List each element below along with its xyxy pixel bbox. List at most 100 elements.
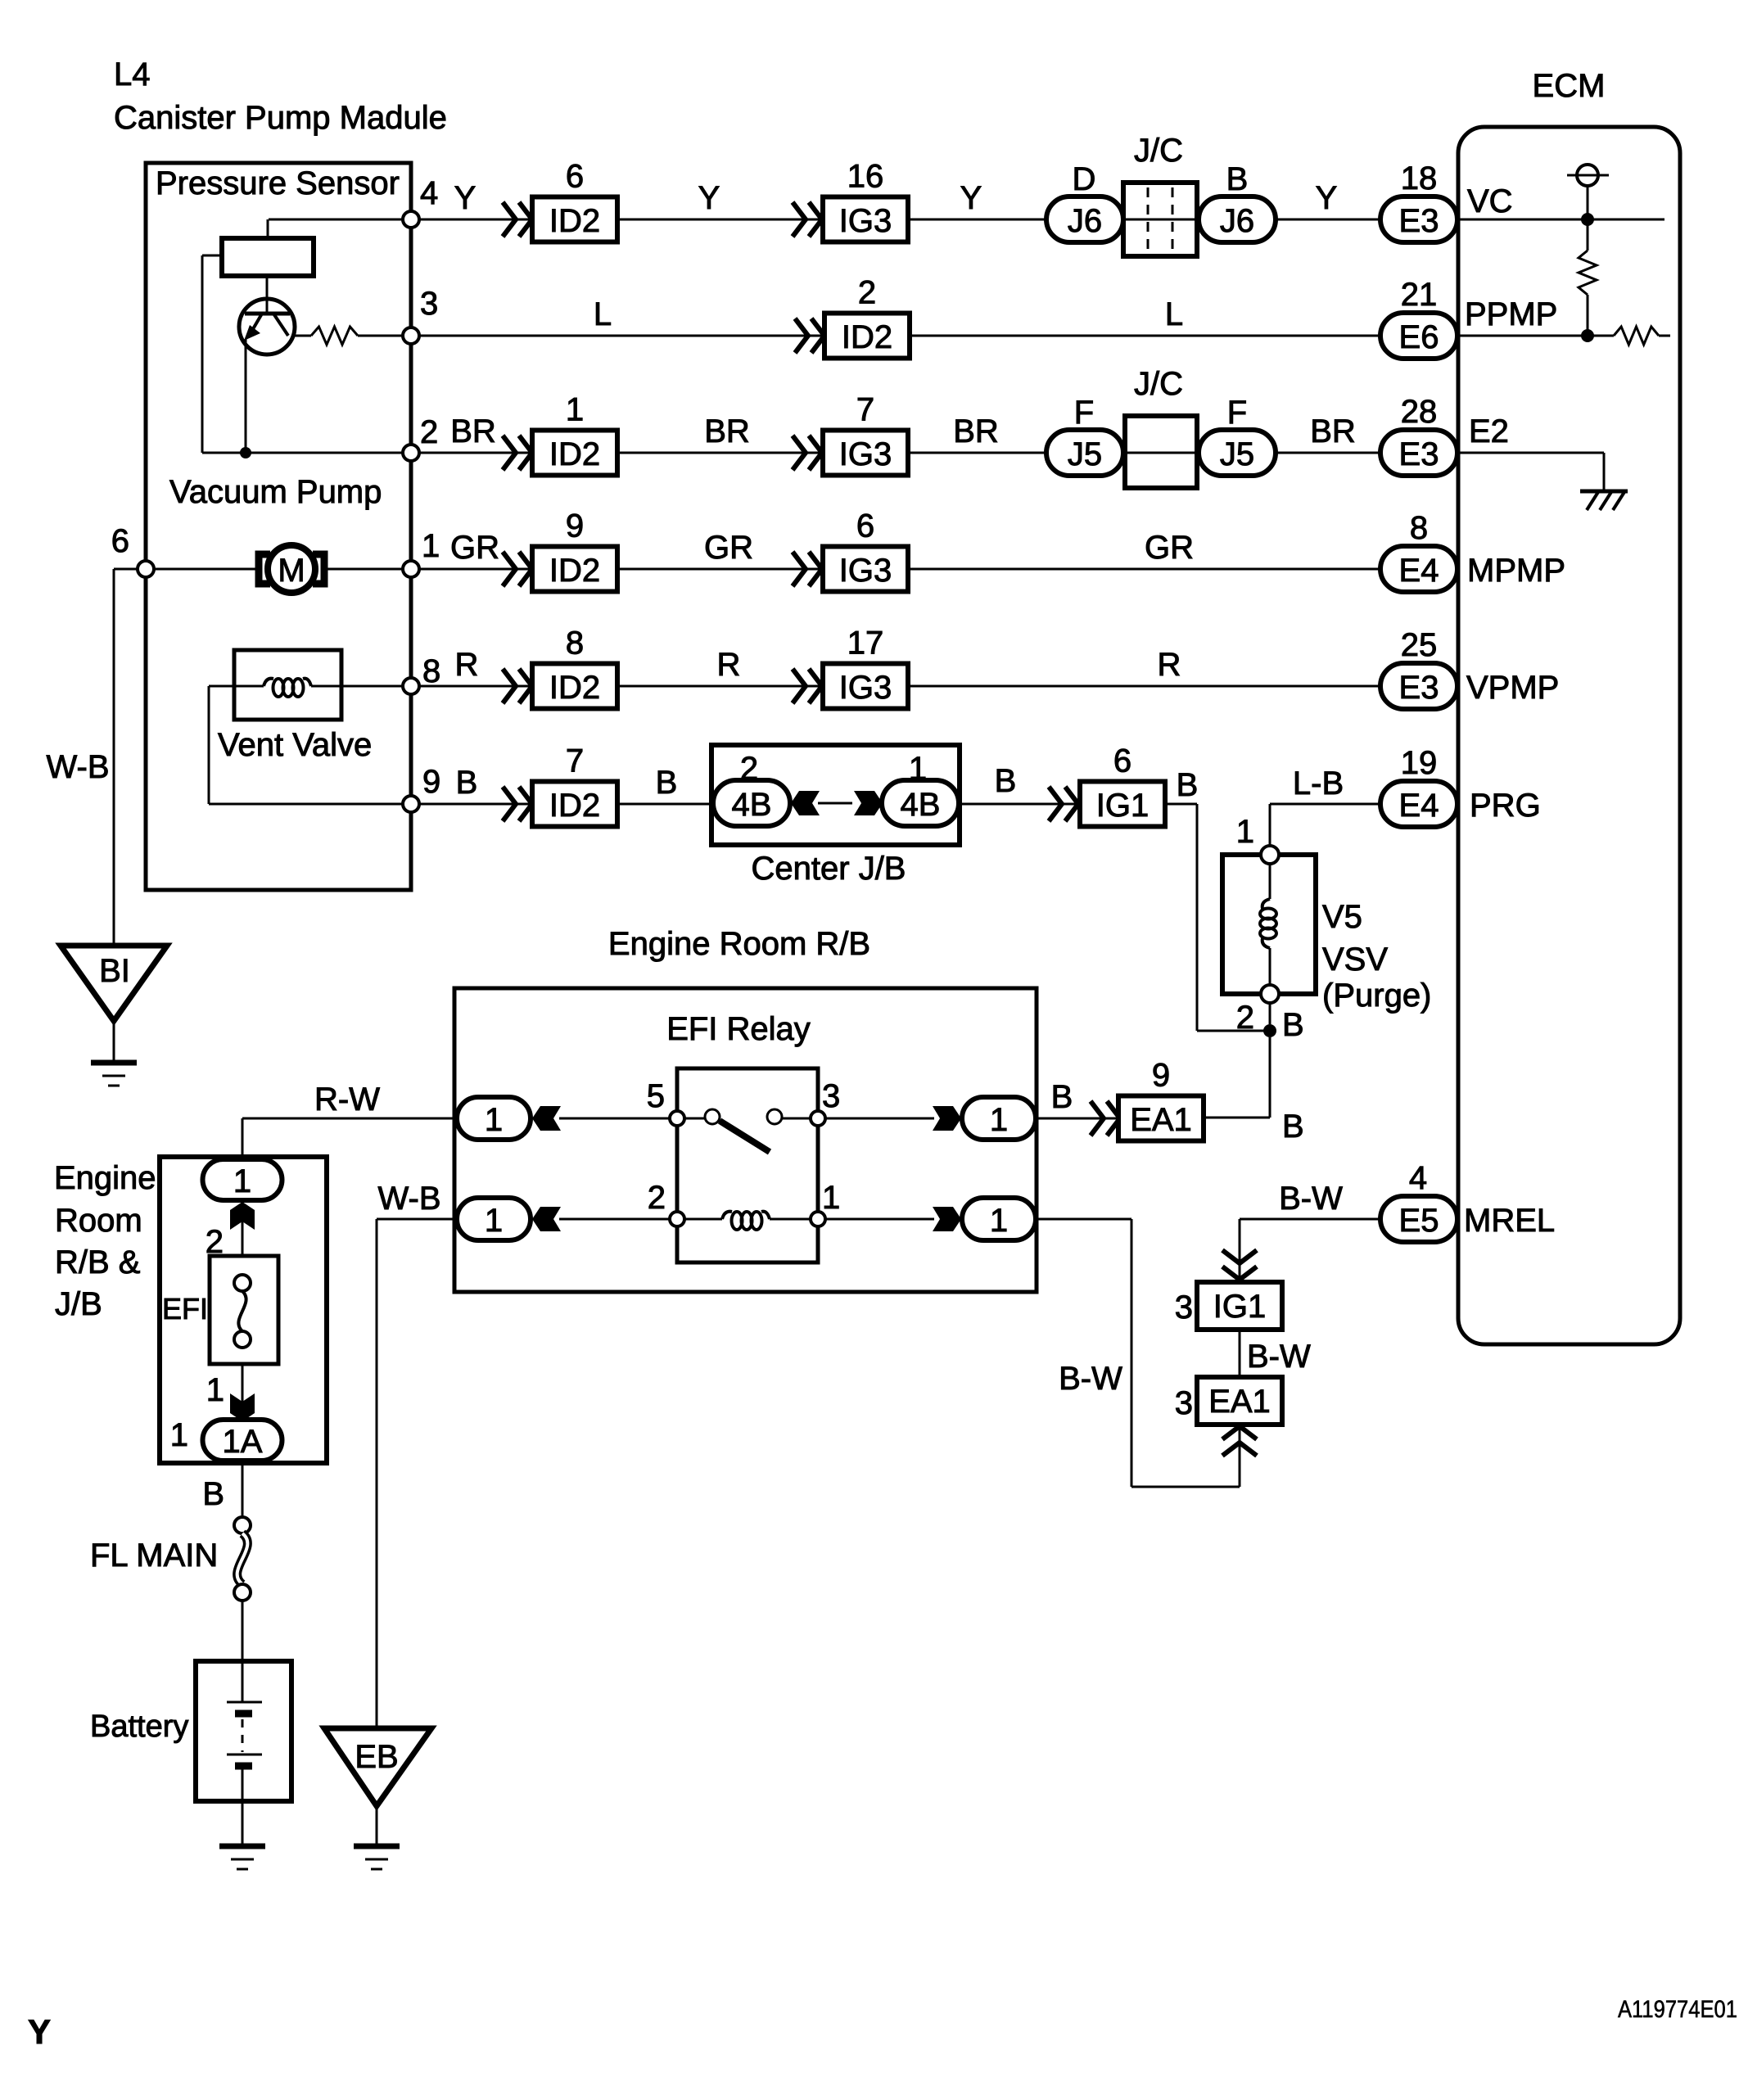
svg-text:3: 3 xyxy=(420,286,438,322)
svg-text:BR: BR xyxy=(704,413,750,449)
svg-text:ID2: ID2 xyxy=(549,553,600,589)
svg-text:BR: BR xyxy=(1310,413,1356,449)
svg-text:IG3: IG3 xyxy=(839,203,892,239)
svg-text:R: R xyxy=(717,647,741,683)
svg-text:(Purge): (Purge) xyxy=(1322,978,1431,1014)
svg-text:2: 2 xyxy=(1236,1000,1254,1036)
svg-text:B: B xyxy=(202,1476,224,1512)
svg-text:PPMP: PPMP xyxy=(1465,296,1557,332)
svg-text:ID2: ID2 xyxy=(549,436,600,472)
svg-text:W-B: W-B xyxy=(377,1181,440,1217)
svg-text:6: 6 xyxy=(566,159,584,195)
svg-text:1: 1 xyxy=(233,1163,251,1199)
svg-text:Battery: Battery xyxy=(90,1709,188,1744)
svg-text:L: L xyxy=(1165,296,1183,332)
svg-text:Y: Y xyxy=(960,180,982,216)
svg-text:E4: E4 xyxy=(1399,553,1439,589)
svg-text:B-W: B-W xyxy=(1279,1181,1343,1217)
svg-text:16: 16 xyxy=(847,159,884,195)
svg-text:VSV: VSV xyxy=(1322,942,1388,978)
svg-text:1: 1 xyxy=(822,1180,840,1216)
svg-text:1: 1 xyxy=(909,751,927,787)
svg-text:GR: GR xyxy=(450,530,499,566)
svg-text:8: 8 xyxy=(422,653,440,689)
svg-text:EA1: EA1 xyxy=(1208,1384,1271,1420)
svg-text:MPMP: MPMP xyxy=(1467,553,1565,589)
svg-text:7: 7 xyxy=(856,392,874,428)
svg-text:Engine Room R/B: Engine Room R/B xyxy=(608,926,870,962)
svg-text:IG3: IG3 xyxy=(839,670,892,706)
svg-text:8: 8 xyxy=(566,625,584,662)
svg-text:2: 2 xyxy=(206,1224,224,1260)
svg-text:E5: E5 xyxy=(1399,1203,1439,1239)
svg-text:EB: EB xyxy=(355,1739,398,1775)
svg-text:7: 7 xyxy=(566,743,584,779)
svg-text:Vent Valve: Vent Valve xyxy=(218,727,372,763)
svg-text:1: 1 xyxy=(566,392,584,428)
svg-text:GR: GR xyxy=(704,530,753,566)
svg-text:E2: E2 xyxy=(1469,413,1509,449)
svg-text:1: 1 xyxy=(485,1102,503,1138)
svg-text:E3: E3 xyxy=(1399,436,1439,472)
svg-text:R: R xyxy=(455,647,479,683)
svg-text:BR: BR xyxy=(953,413,999,449)
svg-text:3: 3 xyxy=(1175,1385,1193,1421)
svg-text:Y: Y xyxy=(454,180,477,216)
svg-text:IG3: IG3 xyxy=(839,436,892,472)
svg-text:9: 9 xyxy=(566,508,584,544)
svg-text:E3: E3 xyxy=(1399,670,1439,706)
svg-text:E3: E3 xyxy=(1399,203,1439,239)
svg-text:2: 2 xyxy=(858,275,876,311)
svg-text:4: 4 xyxy=(420,175,438,211)
svg-text:J/B: J/B xyxy=(55,1286,102,1322)
svg-text:VC: VC xyxy=(1467,183,1513,219)
svg-text:Y: Y xyxy=(1316,180,1338,216)
svg-text:Vacuum Pump: Vacuum Pump xyxy=(169,474,382,510)
svg-text:L4: L4 xyxy=(114,56,151,93)
svg-text:D: D xyxy=(1073,161,1096,197)
svg-text:M: M xyxy=(278,553,305,589)
svg-text:6: 6 xyxy=(1113,743,1131,779)
svg-text:6: 6 xyxy=(856,508,874,544)
svg-text:Y: Y xyxy=(28,2012,51,2051)
svg-text:2: 2 xyxy=(740,751,758,787)
svg-text:21: 21 xyxy=(1401,277,1438,313)
svg-text:B: B xyxy=(1282,1007,1304,1043)
svg-text:IG1: IG1 xyxy=(1213,1289,1266,1325)
svg-text:FL MAIN: FL MAIN xyxy=(90,1538,218,1574)
svg-text:18: 18 xyxy=(1401,160,1438,196)
svg-text:28: 28 xyxy=(1401,394,1438,430)
svg-text:ID2: ID2 xyxy=(842,319,892,355)
svg-text:B-W: B-W xyxy=(1247,1339,1311,1375)
svg-text:B: B xyxy=(1282,1109,1304,1145)
svg-text:R-W: R-W xyxy=(314,1082,380,1118)
svg-text:4: 4 xyxy=(1409,1160,1427,1196)
svg-text:Center J/B: Center J/B xyxy=(752,851,906,887)
svg-text:8: 8 xyxy=(1410,510,1428,546)
svg-text:Engine: Engine xyxy=(54,1160,156,1196)
svg-text:EFI: EFI xyxy=(162,1292,208,1325)
svg-text:Pressure Sensor: Pressure Sensor xyxy=(156,165,400,201)
svg-text:J6: J6 xyxy=(1068,203,1102,239)
svg-text:ID2: ID2 xyxy=(549,203,600,239)
svg-text:VPMP: VPMP xyxy=(1466,670,1559,706)
svg-text:MREL: MREL xyxy=(1464,1203,1555,1239)
svg-text:B: B xyxy=(656,765,678,801)
svg-text:B: B xyxy=(1226,161,1249,197)
svg-text:1: 1 xyxy=(990,1102,1008,1138)
svg-text:6: 6 xyxy=(111,523,129,559)
svg-text:A119774E01: A119774E01 xyxy=(1618,1996,1737,2023)
svg-text:E4: E4 xyxy=(1399,788,1439,824)
svg-text:17: 17 xyxy=(847,625,884,662)
svg-text:1: 1 xyxy=(1236,814,1254,850)
svg-text:1: 1 xyxy=(206,1372,224,1408)
svg-text:V5: V5 xyxy=(1322,899,1362,935)
svg-text:IG1: IG1 xyxy=(1096,788,1149,824)
svg-text:GR: GR xyxy=(1145,530,1194,566)
svg-text:1A: 1A xyxy=(223,1424,263,1460)
svg-text:L-B: L-B xyxy=(1293,765,1344,802)
svg-text:B: B xyxy=(995,763,1017,799)
svg-text:4B: 4B xyxy=(732,787,772,823)
svg-text:1: 1 xyxy=(170,1417,188,1453)
svg-text:J6: J6 xyxy=(1220,203,1254,239)
